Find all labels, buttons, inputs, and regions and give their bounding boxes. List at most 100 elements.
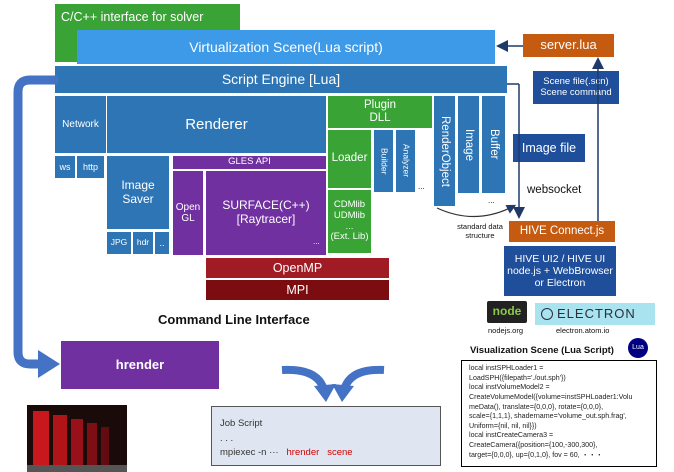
lua-logo: Lua [628, 338, 648, 358]
saver-dots-box: .. [155, 232, 169, 254]
buffer-dots: ... [488, 196, 495, 205]
standard-data-structure-label: standard data structure [457, 222, 503, 241]
electron-logo: ELECTRON [535, 303, 655, 325]
gles-api-box: GLES API [173, 156, 326, 169]
plugin-dll-label: Plugin DLL [364, 98, 396, 124]
job-script-dots: . . . [220, 432, 234, 444]
virtualization-scene-box: Virtualization Scene(Lua script) [77, 30, 495, 64]
script-engine-box: Script Engine [Lua] [55, 66, 507, 93]
lua-code-line: CreateVolumeModel({volume=instSPHLoader1… [469, 392, 633, 401]
hive-connect-label: HIVE Connect.js [519, 224, 605, 237]
image-saver-box: Image Saver [107, 156, 169, 229]
server-lua-box: server.lua [523, 34, 614, 57]
lua-code-line: local instSPHLoader1 = [469, 364, 544, 372]
ws-box: ws [55, 156, 75, 178]
lua-logo-text: Lua [632, 343, 644, 351]
image-file-label: Image file [521, 140, 577, 155]
buffer-label: Buffer [488, 129, 501, 160]
loader-box: Loader [328, 130, 371, 188]
gles-api-label: GLES API [228, 156, 271, 168]
saver-dots-label: .. [159, 237, 165, 248]
builder-box: Builder [374, 130, 393, 192]
image-label: Image [463, 128, 476, 161]
http-box: http [77, 156, 104, 178]
hive-connect-box: HIVE Connect.js [509, 221, 615, 242]
job-script-title: Job Script [220, 418, 263, 429]
network-box: Network [55, 96, 106, 153]
hive-ui-box: HIVE UI2 / HIVE UI node.js + WebBrowser … [504, 246, 616, 296]
surface-dots: ... [313, 237, 320, 246]
mpi-label: MPI [286, 282, 309, 297]
mpi-box: MPI [206, 280, 389, 300]
electron-logo-text: ELECTRON [557, 305, 636, 321]
job-hrender: hrender [286, 447, 320, 459]
scene-file-label: Scene file(.scn) Scene command [540, 75, 612, 98]
server-lua-label: server.lua [540, 37, 597, 53]
loader-dots: ... [418, 182, 425, 191]
electron-atom-icon [541, 308, 553, 320]
jpg-label: JPG [110, 237, 128, 248]
supercomputer-photo [27, 405, 127, 472]
lua-code-line: local instCreateCamera3 = [469, 431, 554, 440]
scene-file-box: Scene file(.scn) Scene command [533, 71, 619, 104]
lua-code-line: LoadSPH({filepath='./out.sph'}) [469, 373, 566, 382]
websocket-label: websocket [527, 184, 582, 196]
opengl-label: Open GL [175, 201, 201, 225]
cdmlib-label: CDMlib UDMlib ... (Ext. Lib) [330, 198, 369, 243]
lua-code-line: scale={1,1,1}, shadername='volume_out.sp… [469, 412, 627, 421]
image-file-box: Image file [513, 134, 585, 162]
image-saver-label: Image Saver [121, 177, 155, 206]
builder-label: Builder [379, 147, 390, 175]
network-label: Network [62, 118, 99, 130]
renderer-label: Renderer [185, 115, 248, 133]
script-to-hrender-arrowhead [38, 350, 60, 378]
surface-box: SURFACE(C++) [Raytracer] [206, 171, 326, 255]
hrender-box: hrender [61, 341, 219, 389]
analyzer-label: Analyzer [401, 144, 412, 178]
nodejs-org-label: nodejs.org [488, 326, 524, 335]
job-script-box: Job Script . . . mpiexec -n ··· hrender … [211, 406, 441, 466]
data-structure-curve [436, 204, 517, 218]
hdr-label: hdr [136, 237, 150, 248]
cli-title: Command Line Interface [158, 312, 310, 327]
buffer-box: Buffer [482, 96, 505, 193]
surface-label: SURFACE(C++) [Raytracer] [222, 198, 310, 226]
http-label: http [82, 161, 98, 172]
jpg-box: JPG [107, 232, 131, 254]
virtualization-scene-label: Virtualization Scene(Lua script) [189, 38, 383, 55]
down-arrow-left-head [314, 384, 336, 402]
node-logo: node [487, 301, 527, 323]
hrender-label: hrender [115, 356, 165, 372]
lua-code-line: local instVolumeModel2 = [469, 383, 550, 392]
hive-ui-label: HIVE UI2 / HIVE UI node.js + WebBrowser … [507, 252, 613, 290]
electron-url-label: electron.atom.io [556, 326, 610, 335]
node-logo-text: node [492, 304, 522, 319]
image-box: Image [458, 96, 479, 193]
ws-label: ws [59, 161, 71, 172]
lua-code-line: CreateCamera({position={100,-300,300}, [469, 441, 598, 450]
lua-code-line: Uniform={nil, nil, nil}}) [469, 421, 537, 430]
openmp-box: OpenMP [206, 258, 389, 278]
renderer-box: Renderer [107, 96, 326, 153]
lua-code-box: local instSPHLoader1 = LoadSPH({filepath… [461, 360, 657, 467]
opengl-box: Open GL [173, 171, 203, 255]
analyzer-box: Analyzer [396, 130, 415, 192]
hdr-box: hdr [133, 232, 153, 254]
job-script-command: mpiexec -n ··· hrender scene [220, 446, 440, 461]
vis-scene-title: Visualization Scene (Lua Script) [470, 345, 614, 356]
job-scene: scene [327, 447, 353, 459]
script-to-hrender-arrow [13, 75, 58, 369]
lua-code-line: target={0,0,0}, up={0,1,0}, fov = 60, ・・… [469, 450, 603, 459]
cdmlib-box: CDMlib UDMlib ... (Ext. Lib) [328, 190, 371, 253]
openmp-label: OpenMP [272, 260, 323, 275]
render-object-box: RenderObject [434, 96, 455, 206]
c-interface-label: C/C++ interface for solver [61, 10, 204, 24]
script-engine-label: Script Engine [Lua] [221, 71, 341, 88]
render-object-label: RenderObject [439, 115, 452, 187]
lua-code-line: meData(), translate={0,0,0}, rotate={0,0… [469, 402, 604, 411]
down-arrow-right-head [332, 384, 354, 402]
loader-label: Loader [331, 152, 368, 165]
job-mpiexec: mpiexec -n ··· [220, 447, 279, 459]
plugin-dll-box: Plugin DLL [328, 96, 432, 128]
